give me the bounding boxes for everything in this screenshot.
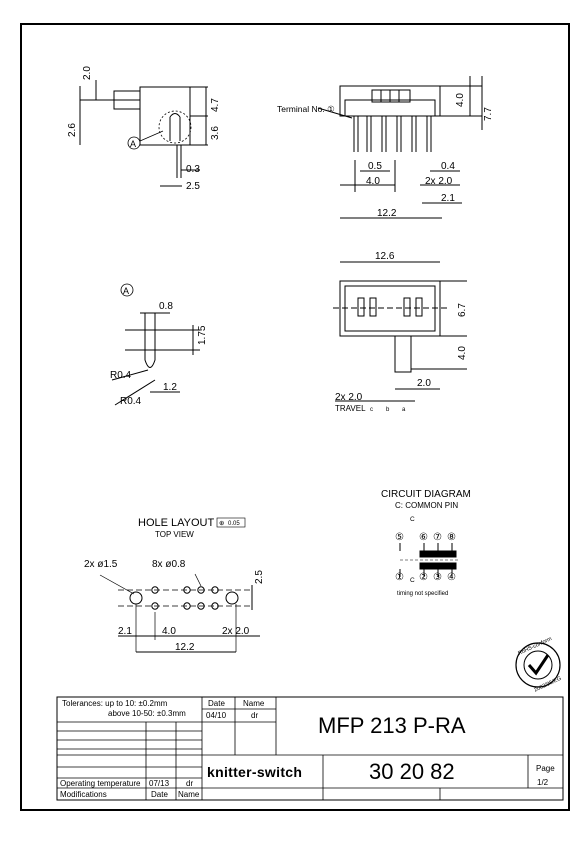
dim-detail-r0-4b: R0.4 [120,396,142,407]
tolerance-frame [216,517,246,528]
dim-front-0-4: 0.4 [441,161,455,172]
circuit-c-bottom: C [410,577,415,584]
travel-b: b [386,407,390,413]
dim-front-2-1: 2.1 [441,193,455,204]
part-name: MFP 213 P-RA [318,713,466,738]
dim-top-4-0: 4.0 [457,346,468,360]
dim-detail-0-8: 0.8 [159,301,173,312]
circuit-pin-2: ② [419,572,428,583]
dim-top-6-7: 6.7 [457,303,468,317]
dim-detail-r0-4a: R0.4 [110,370,132,381]
circuit-pin-5: ⑤ [395,532,404,543]
tolerance-value: 0.05 [228,521,240,527]
dim-side-2-5: 2.5 [186,181,200,192]
dim-top-12-6: 12.6 [375,251,395,262]
dim-hole-2x2-0: 2x 2.0 [222,626,250,637]
detail-a-title: A [123,286,129,296]
page-value: 1/2 [537,778,549,787]
dim-hole-2x1-5: 2x ø1.5 [84,559,118,570]
circuit-pin-4: ④ [447,572,456,583]
dim-side-4-7: 4.7 [210,98,221,112]
operating-temperature-date: 07/13 [149,779,170,788]
dim-front-4-0: 4.0 [455,93,466,107]
tolerance-line-2: above 10-50: ±0.3mm [108,709,186,718]
date-header: Date [208,699,225,708]
circuit-diagram [399,543,460,577]
dim-detail-1-75: 1.75 [197,325,208,345]
brand-logo: knitter-switch [207,764,303,780]
dim-hole-4-0: 4.0 [162,626,176,637]
front-view [317,76,483,219]
page-label: Page [536,764,555,773]
dim-hole-2-1: 2.1 [118,626,132,637]
rohs-stamp: RoHS-conform 2002/95/EG [515,636,562,694]
terminal-label: Terminal No. ① [277,104,335,114]
dim-hole-2-5: 2.5 [254,570,265,584]
hole-layout-view [99,573,260,653]
dim-hole-12-2: 12.2 [175,642,195,653]
travel-a: a [402,407,406,413]
dim-front-2x2-0: 2x 2.0 [425,176,453,187]
modifications-label: Modifications [60,790,107,799]
detail-a-view [111,312,200,406]
detail-a-label: A [130,139,136,149]
modifications-name: Name [178,790,200,799]
tolerance-symbol: ⊕ [219,520,225,527]
modifications-date: Date [151,790,168,799]
tolerance-line-1: Tolerances: up to 10: ±0.2mm [62,699,168,708]
date-value: 04/10 [206,711,227,720]
detail-a-marker [127,136,141,150]
travel-label: TRAVEL [335,404,366,413]
operating-temperature-label: Operating temperature [60,779,141,788]
sheet-border [20,23,570,811]
dim-top-2-0: 2.0 [417,378,431,389]
dim-side-3-6: 3.6 [210,126,221,140]
rohs-text-top: RoHS-conform [517,636,553,657]
part-number: 30 20 82 [369,759,455,784]
title-block-grid [56,696,564,801]
hole-layout-subtitle: TOP VIEW [155,530,194,539]
circuit-title: CIRCUIT DIAGRAM [381,489,471,500]
dim-front-0-5: 0.5 [368,161,382,172]
rohs-text-bottom: 2002/95/EG [533,676,562,694]
dim-side-2-6: 2.6 [67,123,78,137]
dim-detail-1-2: 1.2 [163,382,177,393]
dim-side-0-3: 0.3 [186,164,200,175]
name-value: dr [251,711,259,720]
name-header: Name [243,699,265,708]
circuit-pin-8: ⑧ [447,532,456,543]
circuit-pin-7: ⑦ [433,532,442,543]
circuit-subtitle: C: COMMON PIN [395,501,458,510]
side-view [79,80,208,187]
top-view [333,261,467,402]
dim-side-2-0: 2.0 [82,66,93,80]
dim-front-12-2: 12.2 [377,208,397,219]
circuit-pin-6: ⑥ [419,532,428,543]
detail-a-circle [120,283,134,297]
dim-top-2x2-0: 2x 2.0 [335,392,363,403]
travel-c: c [370,407,373,413]
hole-layout-title: HOLE LAYOUT [138,517,214,529]
dim-front-4-0b: 4.0 [366,176,380,187]
circuit-c-top: C [410,516,415,523]
dim-hole-8x0-8: 8x ø0.8 [152,559,186,570]
circuit-pin-1: ① [395,572,404,583]
circuit-note: timing not specified [397,591,448,597]
circuit-pin-3: ③ [433,572,442,583]
dim-front-7-7: 7.7 [483,107,494,121]
operating-temperature-name: dr [186,779,194,788]
